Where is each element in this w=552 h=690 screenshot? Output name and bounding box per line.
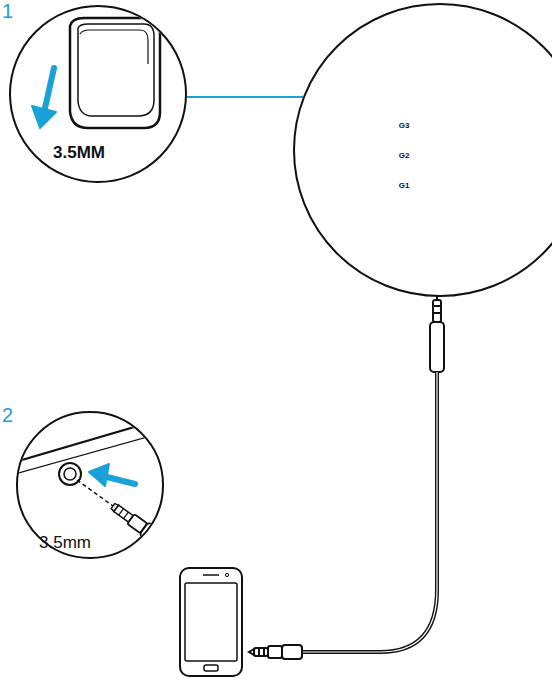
smartphone [180, 568, 242, 676]
step-number: 2 [2, 404, 13, 426]
headset-zoom-circle: G3G2G1 [292, 2, 552, 298]
button-label: G3 [399, 122, 410, 131]
zoom-callout-circle: 13.5MM [8, 4, 188, 184]
step-number: 1 [2, 0, 13, 22]
leader-connector [187, 97, 303, 98]
connector-size-label: 3.5MM [53, 144, 105, 163]
headset-zoom-circle-outline [292, 2, 552, 298]
jack-callout-circle: 23.5mm [15, 410, 165, 560]
button-label: G1 [399, 182, 410, 191]
connector-size-label: 3.5mm [39, 534, 91, 553]
button-label: G2 [399, 152, 410, 161]
